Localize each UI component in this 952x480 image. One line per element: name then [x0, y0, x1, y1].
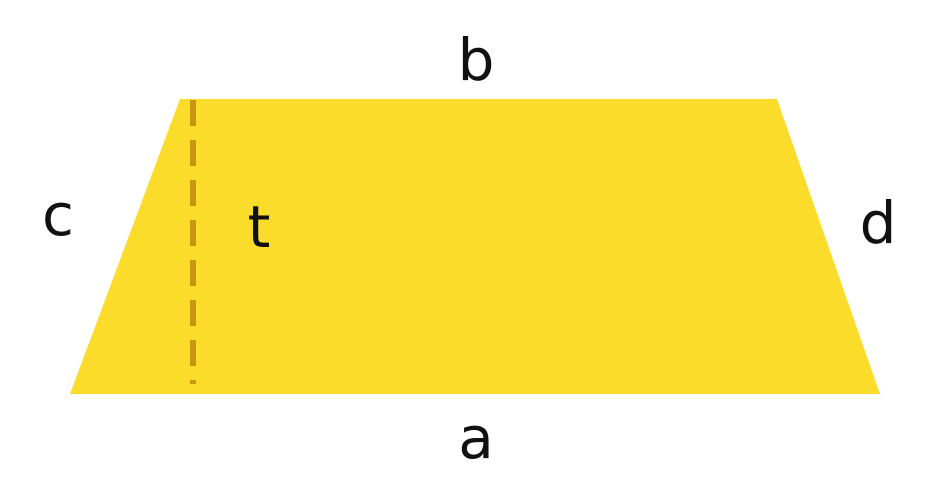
label-right-side-d: d — [860, 189, 897, 257]
trapezoid-shape — [70, 99, 880, 394]
label-height-t: t — [248, 193, 271, 261]
label-top-side-b: b — [458, 26, 495, 94]
label-bottom-side-a: a — [458, 404, 494, 472]
label-left-side-c: c — [42, 181, 74, 249]
